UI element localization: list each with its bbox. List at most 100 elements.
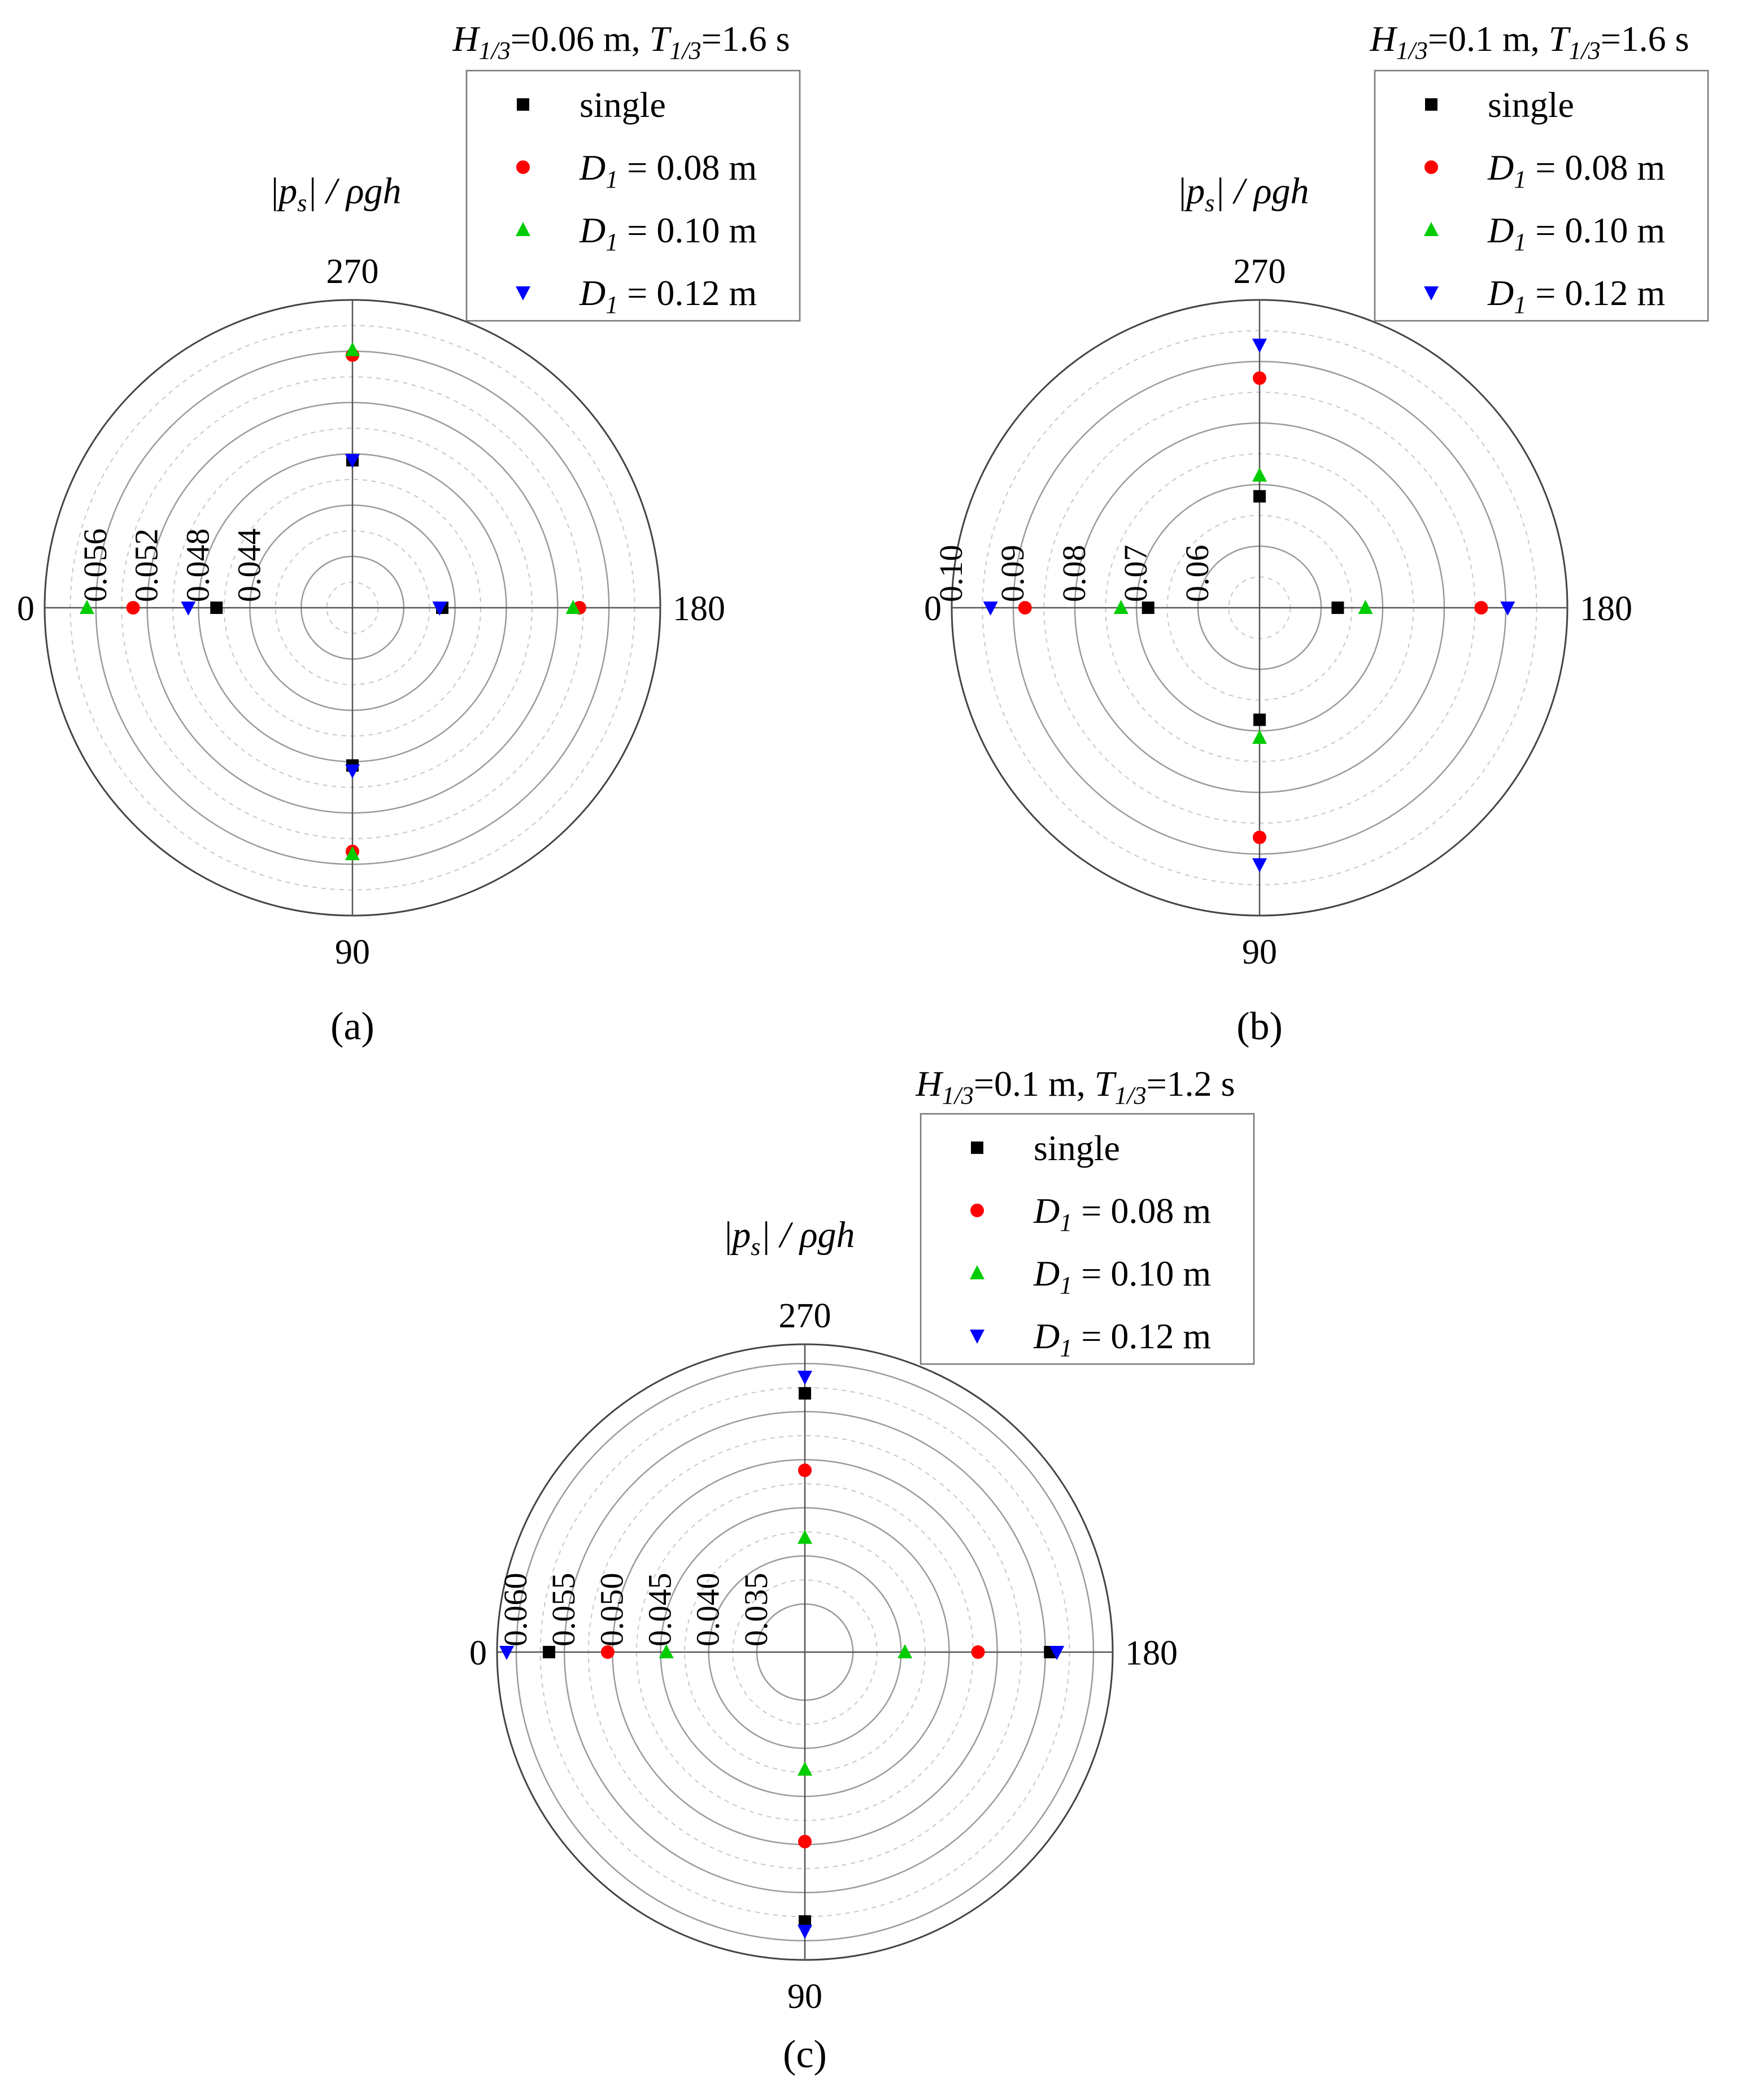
- data-point: [1142, 602, 1154, 614]
- legend-marker: [1424, 160, 1438, 174]
- radial-tick-label: 0.055: [545, 1573, 582, 1647]
- angle-label-a180: 180: [1580, 590, 1632, 628]
- data-point: [799, 1387, 811, 1400]
- data-point: [79, 600, 94, 614]
- angle-label-a180: 180: [673, 590, 725, 628]
- data-point: [798, 1924, 812, 1939]
- data-point: [499, 1646, 515, 1660]
- data-point: [345, 454, 360, 468]
- data-point: [210, 602, 223, 614]
- data-point: [1018, 601, 1032, 615]
- radial-tick-label: 0.048: [180, 529, 216, 603]
- series-2: [659, 1530, 913, 1776]
- legend-marker: [1424, 222, 1439, 236]
- legend-marker: [517, 98, 529, 111]
- series-1: [1018, 371, 1488, 844]
- angle-label-a90: 90: [787, 1977, 822, 2016]
- data-point: [798, 1463, 812, 1478]
- data-point: [345, 846, 360, 860]
- legend-label: single: [580, 85, 666, 125]
- series-3: [181, 454, 447, 779]
- angle-label-a90: 90: [1242, 933, 1277, 971]
- panel-title: H1/3=0.1 m, T1/3=1.6 s: [1369, 19, 1689, 64]
- data-point: [799, 1915, 811, 1928]
- legend-box: [465, 69, 801, 322]
- data-point: [1253, 830, 1266, 844]
- data-point: [1253, 490, 1266, 503]
- radial-axis-label: |ps| / ρgh: [725, 1214, 855, 1261]
- legend: single D1 = 0.08 m D1 = 0.10 m D1 = 0.12 m: [465, 69, 801, 322]
- data-point: [1049, 1646, 1065, 1660]
- series-0: [1142, 490, 1344, 726]
- data-point: [983, 602, 998, 616]
- panel-title: H1/3=0.06 m, T1/3=1.6 s: [452, 19, 790, 64]
- radial-tick-label: 0.07: [1117, 545, 1154, 603]
- series-3: [983, 338, 1515, 873]
- radial-tick-label: 0.06: [1179, 545, 1216, 603]
- legend-marker: [516, 286, 530, 300]
- panel-label: (b): [1236, 1005, 1283, 1048]
- radial-tick-label: 0.050: [593, 1573, 630, 1647]
- legend-label: D1 = 0.08 m: [1487, 147, 1665, 193]
- legend-label: D1 = 0.08 m: [579, 147, 757, 193]
- legend-label: D1 = 0.08 m: [1033, 1191, 1211, 1236]
- data-point: [542, 1646, 555, 1658]
- radial-tick-label: 0.056: [77, 529, 114, 603]
- radial-tick-label: 0.044: [230, 529, 267, 603]
- radial-tick-label: 0.045: [642, 1573, 678, 1647]
- data-point: [1113, 600, 1129, 614]
- series-2: [79, 342, 581, 860]
- data-point: [1474, 601, 1488, 615]
- data-point: [1358, 600, 1373, 614]
- data-point: [1253, 371, 1266, 385]
- legend-label: single: [1034, 1128, 1120, 1168]
- radial-tick-label: 0.052: [128, 529, 165, 603]
- series-2: [1113, 467, 1373, 744]
- series-0: [210, 454, 448, 772]
- data-point: [345, 342, 360, 356]
- legend-label: D1 = 0.10 m: [579, 210, 757, 256]
- legend-box: [920, 1113, 1255, 1365]
- radial-tick-label: 0.10: [933, 545, 969, 603]
- angle-label-a180: 180: [1125, 1634, 1178, 1672]
- data-point: [1331, 602, 1344, 614]
- panel-title: H1/3=0.1 m, T1/3=1.2 s: [915, 1064, 1235, 1109]
- radial-axis-label: |ps| / ρgh: [1179, 171, 1309, 217]
- data-point: [1252, 729, 1267, 744]
- legend-label: D1 = 0.12 m: [1487, 273, 1665, 319]
- data-point: [181, 602, 196, 616]
- data-point: [126, 601, 140, 615]
- series-0: [542, 1387, 1057, 1928]
- legend-marker: [970, 1330, 984, 1344]
- angle-label-a270: 270: [779, 1297, 831, 1335]
- legend-label: D1 = 0.10 m: [1487, 210, 1665, 256]
- data-point: [345, 764, 360, 779]
- radial-tick-label: 0.08: [1056, 545, 1092, 603]
- data-point: [798, 1835, 812, 1849]
- legend-label: D1 = 0.12 m: [579, 273, 757, 319]
- data-point: [798, 1370, 812, 1385]
- angle-label-a270: 270: [1234, 252, 1286, 291]
- angle-label-a0: 0: [17, 590, 34, 628]
- radial-tick-label: 0.09: [994, 545, 1031, 603]
- data-point: [971, 1645, 985, 1659]
- legend-marker: [1424, 286, 1439, 300]
- data-point: [565, 600, 581, 614]
- panel-label: (c): [783, 2033, 827, 2076]
- legend-marker: [516, 222, 530, 236]
- data-point: [659, 1644, 674, 1658]
- data-point: [1252, 858, 1267, 873]
- series-1: [600, 1463, 985, 1849]
- legend-marker: [971, 1142, 983, 1154]
- legend-label: D1 = 0.10 m: [1033, 1253, 1211, 1299]
- radial-axis-label: |ps| / ρgh: [271, 171, 402, 217]
- legend-marker: [970, 1265, 984, 1279]
- data-point: [432, 602, 447, 616]
- series-1: [126, 348, 586, 859]
- angle-label-a0: 0: [469, 1634, 487, 1672]
